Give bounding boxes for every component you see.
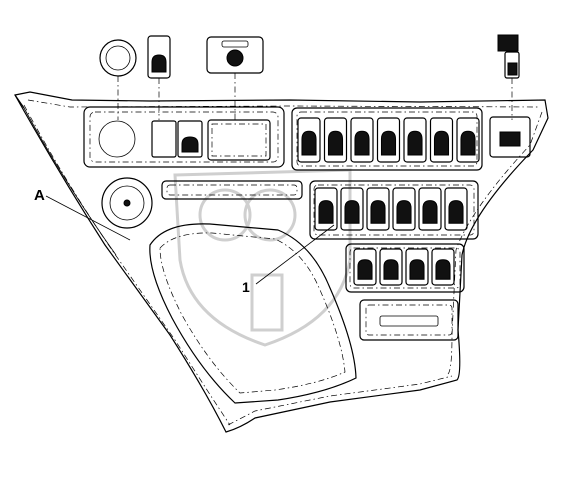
switch-slot (177, 120, 203, 158)
rocker-switch (379, 248, 403, 286)
label-a: A (34, 187, 45, 204)
display-slot (207, 119, 271, 161)
leader-lines (45, 195, 335, 285)
upper-left-recess (83, 106, 285, 168)
tray (359, 299, 459, 341)
rocker-switch (431, 248, 455, 286)
right-single-switch (489, 116, 531, 158)
rocker-switch (456, 117, 480, 163)
leader-a (45, 195, 131, 241)
rocker-switch (366, 187, 390, 231)
slot-strip (161, 180, 303, 200)
rocker-switch (314, 187, 338, 231)
switch-rocker (181, 136, 199, 153)
rocker-switch (392, 187, 416, 231)
small-switch-part (497, 34, 519, 52)
switch-slot (151, 120, 177, 158)
rocker-switch (350, 117, 374, 163)
rocker-switch (405, 248, 429, 286)
rocker-switch (444, 187, 468, 231)
rocker-switch (297, 117, 321, 163)
lower-switch-bank (345, 243, 465, 293)
rocker-switch (403, 117, 427, 163)
label-1: 1 (242, 279, 250, 295)
rocker-switch (376, 117, 401, 163)
rocker-switch (340, 187, 364, 231)
rocker-switch (418, 187, 442, 231)
exploded-parts (99, 34, 520, 120)
large-opening (149, 223, 357, 404)
rocker-switch (429, 117, 454, 163)
rocker-switch (323, 117, 348, 163)
middle-switch-bank (309, 180, 479, 240)
upper-switch-bank (291, 107, 483, 171)
round-gauge-slot (98, 120, 136, 158)
round-knob (101, 177, 153, 229)
rocker-switch (353, 248, 377, 286)
leader-1 (255, 224, 335, 285)
round-gauge-part (99, 39, 137, 77)
watermark (173, 168, 352, 347)
